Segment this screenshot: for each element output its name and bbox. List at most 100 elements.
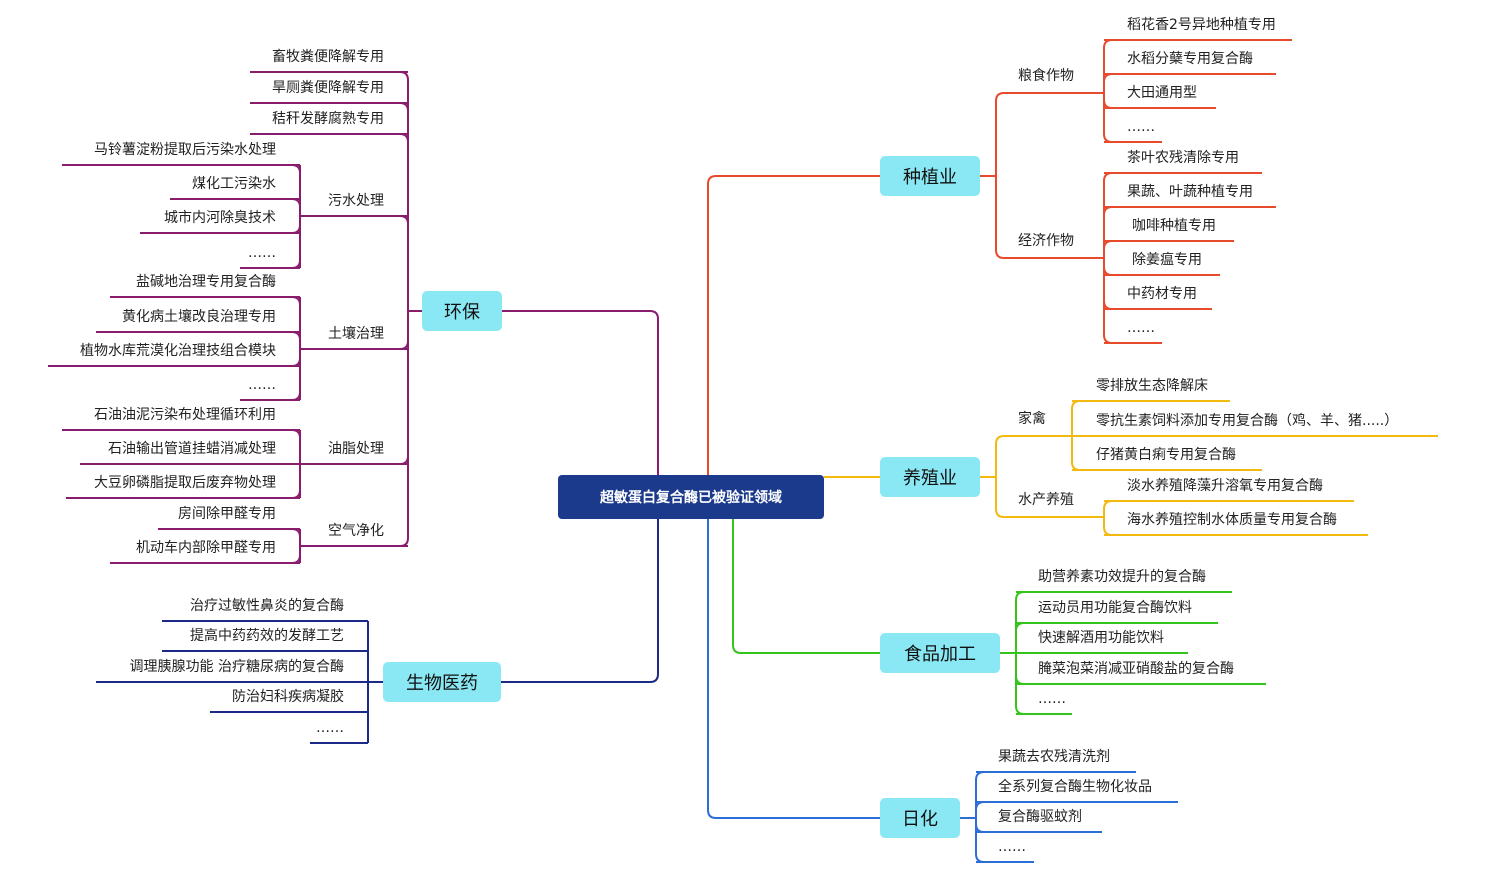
link-leaf	[1071, 436, 1090, 471]
group-label: 家禽	[1018, 411, 1046, 427]
link-zz-g0	[995, 92, 1016, 176]
leaf-label: 秸秆发酵腐熟专用	[272, 111, 384, 127]
leaf-label: 石油输出管道挂蜡消减处理	[108, 441, 276, 457]
link-leaf	[291, 528, 301, 546]
link-leaf	[1103, 39, 1122, 93]
group-label: 粮食作物	[1018, 68, 1074, 84]
link-leaf	[1103, 258, 1122, 276]
link-leaf	[390, 133, 409, 311]
link-leaf	[975, 818, 994, 863]
link-leaf	[1071, 400, 1090, 436]
leaf-label: 房间除甲醛专用	[178, 506, 276, 522]
link-leaf	[291, 296, 301, 349]
link-leaf	[291, 331, 301, 349]
leaf-label: 果蔬、叶蔬种植专用	[1127, 184, 1253, 200]
leaf-label: 果蔬去农残清洗剂	[998, 749, 1110, 765]
link-center-zhongzhi	[707, 175, 880, 475]
link-hb-group	[390, 311, 409, 465]
leaf-label: 煤化工污染水	[192, 176, 276, 192]
group-label: 土壤治理	[328, 326, 384, 342]
branch-huanbao: 环保	[422, 291, 502, 331]
leaf-label: ……	[1038, 691, 1066, 707]
group-label: 污水处理	[328, 193, 384, 209]
link-zz-g1	[995, 176, 1016, 259]
link-center-rihua	[707, 519, 880, 819]
leaf-label: 中药材专用	[1127, 286, 1197, 302]
leaf-label: 运动员用功能复合酶饮料	[1038, 600, 1192, 616]
leaf-label: 仔猪黄白痢专用复合酶	[1096, 447, 1236, 463]
leaf-label: 除姜瘟专用	[1132, 252, 1202, 268]
link-leaf	[291, 216, 301, 234]
branch-rihua: 日化	[880, 798, 960, 838]
leaf-label: 淡水养殖降藻升溶氧专用复合酶	[1127, 478, 1323, 494]
leaf-label: 旱厕粪便降解专用	[272, 80, 384, 96]
leaf-label: 稻花香2号异地种植专用	[1127, 17, 1276, 33]
link-leaf	[291, 164, 301, 216]
leaf-label: ……	[316, 720, 344, 736]
leaf-label: 植物水库荒漠化治理技组合模块	[80, 343, 276, 359]
link-hb-group	[390, 311, 409, 350]
leaf-label: 海水养殖控制水体质量专用复合酶	[1127, 512, 1337, 528]
leaf-label: 快速解酒用功能饮料	[1038, 630, 1164, 646]
link-leaf	[1015, 622, 1034, 653]
leaf-label: 助营养素功效提升的复合酶	[1038, 569, 1206, 585]
leaf-label: 调理胰腺功能 治疗糖尿病的复合酶	[129, 659, 344, 675]
leaf-label: ……	[248, 377, 276, 393]
link-leaf	[1103, 206, 1122, 258]
leaf-label: 提高中药药效的发酵工艺	[190, 628, 344, 644]
leaf-label: 复合酶驱蚊剂	[998, 809, 1082, 825]
group-label: 空气净化	[328, 523, 384, 539]
branch-zhongzhi: 种植业	[880, 156, 980, 196]
link-leaf	[1103, 258, 1122, 344]
link-leaf	[975, 818, 994, 833]
leaf-label: 防治妇科疾病凝胶	[232, 689, 344, 705]
link-leaf	[1103, 93, 1122, 143]
leaf-label: 石油油泥污染布处理循环利用	[94, 407, 276, 423]
leaf-label: 咖啡种植专用	[1132, 218, 1216, 234]
leaf-label: 大田通用型	[1127, 85, 1197, 101]
link-leaf	[291, 349, 301, 401]
link-leaf	[291, 198, 301, 216]
leaf-label: 大豆卵磷脂提取后废弃物处理	[94, 475, 276, 491]
link-center-huanbao	[502, 310, 659, 475]
leaf-label: ……	[998, 839, 1026, 855]
link-leaf	[1103, 172, 1122, 258]
link-leaf	[975, 801, 994, 818]
link-leaf	[1103, 240, 1122, 258]
leaf-label: 马铃薯淀粉提取后污染水处理	[94, 142, 276, 158]
leaf-label: 零抗生素饲料添加专用复合酶（鸡、羊、猪.....）	[1096, 413, 1399, 429]
leaf-label: ……	[248, 245, 276, 261]
leaf-label: ……	[1127, 320, 1155, 336]
link-leaf	[975, 771, 994, 818]
link-leaf	[291, 546, 301, 564]
leaf-label: 水稻分蘖专用复合酶	[1127, 51, 1253, 67]
link-leaf	[1103, 517, 1122, 536]
branch-shipin: 食品加工	[880, 633, 1000, 673]
leaf-label: 盐碱地治理专用复合酶	[136, 274, 276, 290]
leaf-label: 腌菜泡菜消减亚硝酸盐的复合酶	[1038, 661, 1234, 677]
link-leaf	[1103, 73, 1122, 93]
leaf-label: 畜牧粪便降解专用	[272, 49, 384, 65]
branch-yiyao: 生物医药	[383, 662, 501, 702]
leaf-label: 茶叶农残清除专用	[1127, 150, 1239, 166]
link-yz-g1	[995, 477, 1016, 518]
link-leaf	[1103, 500, 1122, 517]
link-hb-group	[390, 215, 409, 311]
link-leaf	[291, 216, 301, 269]
branch-yangzhi: 养殖业	[880, 457, 980, 497]
leaf-label: ……	[1127, 119, 1155, 135]
link-leaf	[291, 349, 301, 367]
group-label: 经济作物	[1018, 233, 1074, 249]
group-label: 水产养殖	[1018, 492, 1074, 508]
center-node: 超敏蛋白复合酶已被验证领域	[558, 475, 824, 519]
leaf-label: 零排放生态降解床	[1096, 378, 1208, 394]
leaf-label: 城市内河除臭技术	[164, 210, 276, 226]
link-center-yiyao	[501, 519, 659, 683]
link-leaf	[1015, 653, 1034, 685]
link-leaf	[291, 429, 301, 464]
leaf-label: 机动车内部除甲醛专用	[136, 540, 276, 556]
leaf-label: 全系列复合酶生物化妆品	[998, 779, 1152, 795]
group-label: 油脂处理	[328, 441, 384, 457]
link-center-shipin	[732, 519, 880, 654]
